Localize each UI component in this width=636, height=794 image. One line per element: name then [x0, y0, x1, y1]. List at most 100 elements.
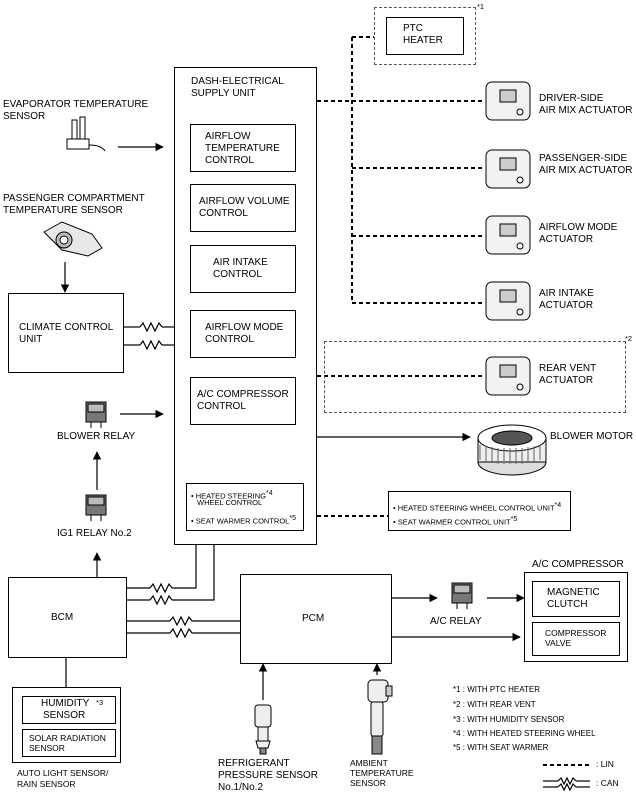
dash-electrical-supply-unit: DASH-ELECTRICAL SUPPLY UNIT: [174, 67, 317, 545]
intake-actuator-label-1: AIR INTAKE: [539, 288, 594, 299]
bcm-box: BCM: [8, 577, 127, 658]
auto-light-label-1: AUTO LIGHT SENSOR/: [17, 768, 109, 778]
block-text: CONTROL: [213, 269, 262, 280]
ambient-label-3: SENSOR: [350, 778, 386, 788]
note-mark: *4: [266, 490, 273, 497]
bcm-label: BCM: [51, 612, 74, 623]
ptc-heater-optional-frame: [374, 7, 476, 65]
note-mark: *4: [554, 502, 562, 509]
climate-control-unit: CLIMATE CONTROL UNIT: [8, 293, 124, 373]
driver-actuator-label-1: DRIVER-SIDE: [539, 93, 604, 104]
humidity-note: *3: [96, 698, 104, 707]
driver-actuator-icon: [485, 81, 531, 121]
block-text: CONTROL: [199, 208, 248, 219]
ccu-label-2: UNIT: [19, 334, 43, 345]
legend-can-label: : CAN: [596, 778, 619, 788]
ambient-sensor-icon: [367, 679, 393, 755]
rear-actuator-icon: [485, 356, 531, 396]
seat-unit-label: SEAT WARMER CONTROL UNIT: [397, 517, 511, 527]
mode-actuator-icon: [485, 215, 531, 255]
block-text: CONTROL: [197, 401, 246, 412]
mode-actuator-label-1: AIRFLOW MODE: [539, 222, 618, 233]
magnetic-clutch-box: MAGNETIC CLUTCH: [532, 581, 620, 617]
evap-sensor-label-2: SENSOR: [3, 111, 46, 122]
mode-actuator-label-2: ACTUATOR: [539, 234, 594, 245]
compressor-valve-box: COMPRESSOR VALVE: [532, 622, 620, 656]
block-text: SEAT WARMER CONTROL: [195, 516, 290, 526]
block-text: HEATED STEERING: [195, 491, 267, 501]
solar-sensor-box: SOLAR RADIATION SENSOR: [22, 729, 116, 757]
block-text: AIRFLOW VOLUME: [199, 196, 290, 207]
ac-relay-icon: [451, 582, 473, 609]
pcm-box: PCM: [240, 574, 392, 664]
block-text: CONTROL: [205, 155, 254, 166]
refrigerant-sensor-icon: [254, 704, 272, 755]
blower-motor-icon: [477, 424, 547, 476]
heated-unit-label: HEATED STEERING WHEEL CONTROL UNIT: [397, 503, 555, 513]
humidity-label-1: HUMIDITY: [41, 698, 90, 709]
airflow-mode-control-block: AIRFLOW MODE CONTROL: [190, 310, 296, 358]
seat-wheel-control-block: • HEATED STEERING*4 WHEEL CONTROL • SEAT…: [186, 483, 304, 531]
can-bcm-desu: [127, 545, 215, 606]
ptc-heater-box: PTC HEATER: [386, 17, 464, 55]
note-mark: *5: [510, 516, 518, 523]
passenger-actuator-label-2: AIR MIX ACTUATOR: [539, 165, 633, 176]
rear-actuator-label-2: ACTUATOR: [539, 375, 594, 386]
footnote-3: *3 : WITH HUMIDITY SENSOR: [453, 715, 565, 724]
valve-label-2: VALVE: [545, 638, 572, 648]
block-text: WHEEL CONTROL: [197, 498, 263, 507]
airflow-volume-control-block: AIRFLOW VOLUME CONTROL: [190, 184, 296, 232]
rear-note: *2: [625, 334, 633, 343]
rear-actuator-label-1: REAR VENT: [539, 363, 597, 374]
solar-label-1: SOLAR RADIATION: [29, 733, 106, 743]
pax-sensor-label-2: TEMPERATURE SENSOR: [3, 205, 123, 216]
humidity-label-2: SENSOR: [43, 710, 86, 721]
clutch-label-1: MAGNETIC: [547, 587, 600, 598]
air-intake-control-block: AIR INTAKE CONTROL: [190, 245, 296, 293]
ac-compressor-title: A/C COMPRESSOR: [532, 559, 624, 570]
lin-lines: [317, 36, 482, 517]
desu-title-1: DASH-ELECTRICAL: [191, 76, 284, 87]
block-text: AIR INTAKE: [213, 257, 268, 268]
note-mark: *5: [289, 515, 296, 522]
blower-motor-label: BLOWER MOTOR: [550, 431, 634, 442]
refrigerant-label-3: No.1/No.2: [218, 782, 264, 793]
intake-actuator-icon: [485, 281, 531, 321]
pax-sensor-label-1: PASSENGER COMPARTMENT: [3, 193, 145, 204]
auto-light-sensor-box: [12, 687, 121, 763]
airflow-temperature-control-block: AIRFLOW TEMPERATURE CONTROL: [190, 124, 296, 172]
ac-compressor-box: [524, 572, 628, 662]
ig1-relay-label: IG1 RELAY No.2: [57, 528, 132, 539]
driver-actuator-label-2: AIR MIX ACTUATOR: [539, 105, 633, 116]
blower-relay-label: BLOWER RELAY: [57, 431, 136, 442]
pcm-label: PCM: [302, 613, 325, 624]
ambient-label-1: AMBIENT: [350, 758, 388, 768]
evap-sensor-label-1: EVAPORATOR TEMPERATURE: [3, 99, 149, 110]
ambient-label-2: TEMPERATURE: [350, 768, 414, 778]
legend-lin-label: : LIN: [596, 759, 614, 769]
passenger-actuator-icon: [485, 149, 531, 189]
can-bcm-pcm: [127, 615, 240, 639]
desu-title-2: SUPPLY UNIT: [191, 88, 256, 99]
refrigerant-label-1: REFRIGERANT: [218, 758, 290, 769]
can-ccu: [124, 321, 174, 351]
block-text: AIRFLOW: [205, 131, 251, 142]
block-text: TEMPERATURE: [205, 143, 280, 154]
ptc-label-1: PTC: [403, 23, 423, 34]
passenger-sensor-icon: [43, 221, 103, 257]
valve-label-1: COMPRESSOR: [545, 628, 607, 638]
intake-actuator-label-2: ACTUATOR: [539, 300, 594, 311]
block-text: A/C COMPRESSOR: [197, 389, 289, 400]
footnote-4: *4 : WITH HEATED STEERING WHEEL: [453, 729, 596, 738]
footnote-2: *2 : WITH REAR VENT: [453, 700, 536, 709]
seat-wheel-units-box: • HEATED STEERING WHEEL CONTROL UNIT*4 •…: [388, 491, 571, 531]
can-legend-line: [543, 776, 590, 792]
ig1-relay-icon: [85, 494, 107, 521]
block-text: CONTROL: [205, 334, 254, 345]
blower-relay-icon: [85, 401, 107, 428]
rear-vent-optional-frame: [324, 341, 626, 413]
footnote-1: *1 : WITH PTC HEATER: [453, 685, 540, 694]
ptc-note: *1: [477, 2, 485, 11]
auto-light-label-2: RAIN SENSOR: [17, 779, 76, 789]
